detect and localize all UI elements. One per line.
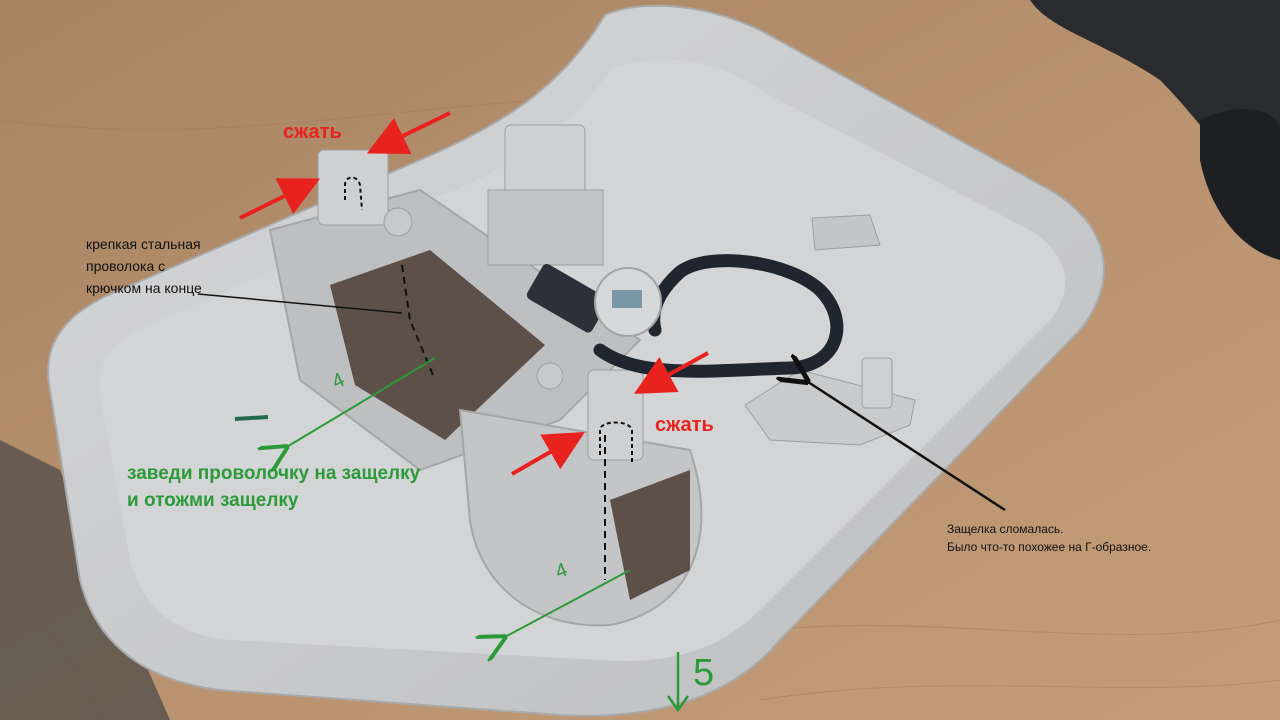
squeeze-label-top: сжать	[283, 121, 342, 143]
sensor-label	[612, 290, 642, 308]
red-arrow-bottom-right	[633, 351, 709, 394]
small-latch-block	[811, 214, 881, 251]
pointer-wire-note	[197, 293, 403, 314]
dark-object-top-right	[1030, 0, 1280, 200]
mount-opening-left	[330, 250, 545, 440]
red-arrow-top-right	[366, 111, 451, 154]
clip-top-left	[317, 149, 389, 226]
mount-opening-right	[610, 470, 690, 600]
dashed-wire-left	[401, 264, 434, 376]
green-arrow-right	[503, 569, 631, 638]
red-arrow-top-left	[239, 178, 321, 220]
pointer-latch-note	[805, 380, 1006, 512]
green-arrow-left	[285, 357, 436, 448]
latch-post	[861, 357, 893, 409]
green-arrow-down	[666, 652, 690, 713]
connector-plug	[526, 264, 609, 333]
latch-note-line1: Защелка сломалась.	[947, 522, 1064, 536]
wire-harness	[593, 254, 844, 378]
screw-boss-bottom	[536, 362, 564, 390]
green-mark	[234, 415, 269, 421]
mount-block	[487, 189, 604, 266]
squeeze-label-bottom: сжать	[655, 414, 714, 436]
dashed-hook-top	[344, 176, 363, 211]
latch-note-line2: Было что-то похожее на Г-образное.	[947, 540, 1152, 554]
dark-object-right	[1200, 109, 1280, 260]
red-arrow-bottom-left	[511, 432, 585, 476]
dashed-hook-bottom	[599, 421, 633, 462]
instruction-text: заведи проволочку на защелку и отожми за…	[127, 463, 421, 511]
clip-bottom-right	[587, 369, 644, 461]
step-label-c: 5	[693, 652, 715, 694]
screw-boss-top	[383, 207, 413, 237]
wire-note: крепкая стальная проволока с крючком на …	[86, 236, 202, 296]
